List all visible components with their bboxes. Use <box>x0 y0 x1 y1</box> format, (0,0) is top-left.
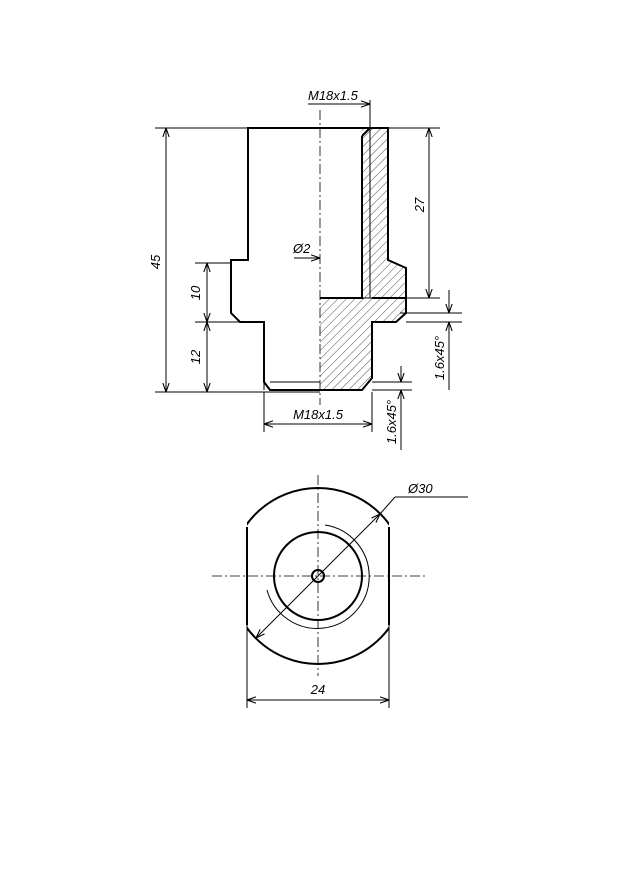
bore-chamfer <box>361 127 371 137</box>
label-top: 27 <box>412 197 427 213</box>
front-view <box>230 110 407 405</box>
dim-outer-dia <box>256 514 380 638</box>
label-thread-top: M18x1.5 <box>308 88 359 103</box>
front-dimensions: 45 10 12 27 M18x1.5 Ø2 1.6x45° 1.6x <box>148 88 462 450</box>
label-chamfer-bottom: 1.6x45° <box>384 400 399 444</box>
outline-left <box>230 127 320 391</box>
outline-right <box>320 127 407 391</box>
label-outer-dia: Ø30 <box>407 481 433 496</box>
label-overall: 45 <box>148 254 163 269</box>
label-flange: 10 <box>188 285 203 300</box>
label-flat-width: 24 <box>310 682 325 697</box>
label-chamfer-right: 1.6x45° <box>432 336 447 380</box>
bore <box>320 136 362 298</box>
label-hole: Ø2 <box>292 241 311 256</box>
label-thread-bottom: M18x1.5 <box>293 407 344 422</box>
label-bottom: 12 <box>188 349 203 364</box>
end-dimensions: Ø30 24 <box>246 481 468 708</box>
